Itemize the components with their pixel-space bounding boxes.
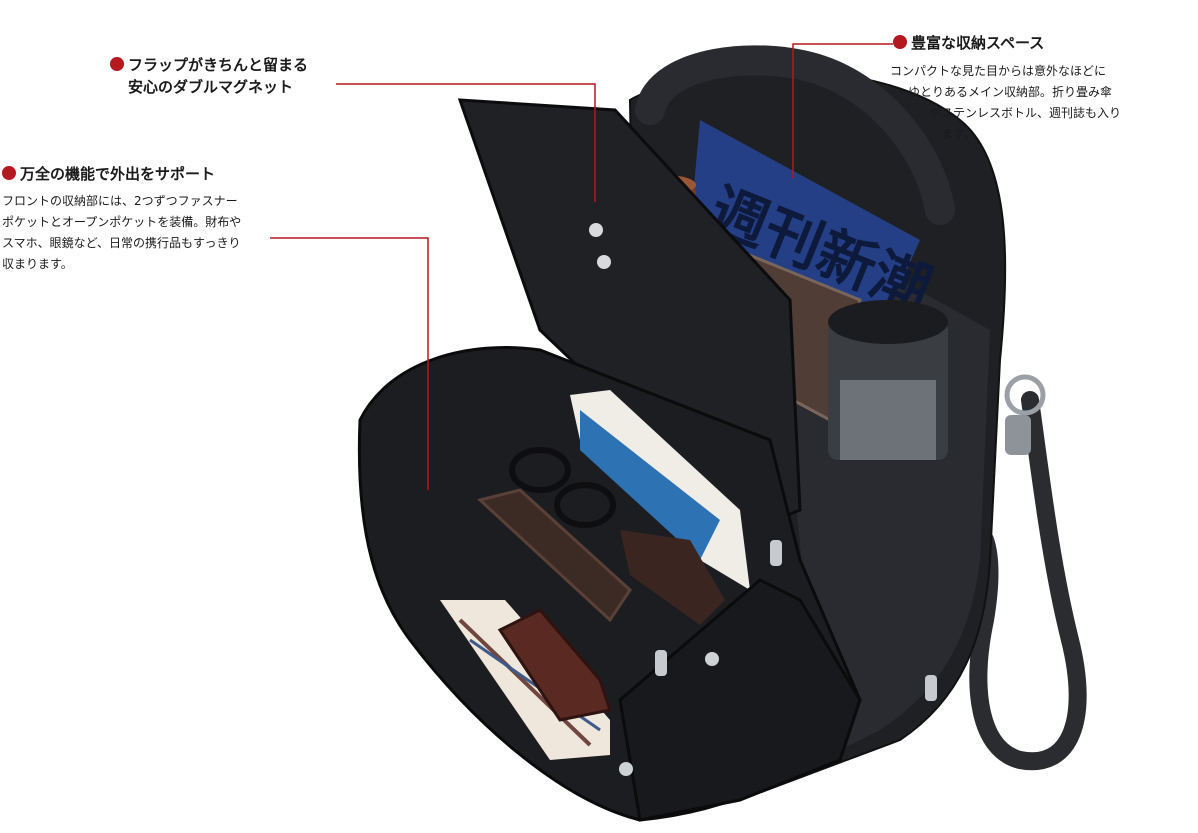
zipper-pull	[655, 650, 667, 676]
callout-flap-title-2: 安心のダブルマグネット	[128, 78, 294, 96]
support-line-1: フロントの収納部には、2つずつファスナー	[2, 194, 238, 208]
support-line-4: 収まります。	[2, 257, 73, 271]
callout-flap: フラップがきちんと留まる 安心のダブルマグネット	[110, 54, 350, 98]
support-line-2: ポケットとオープンポケットを装備。財布や	[2, 215, 242, 229]
support-line-3: スマホ、眼鏡など、日常の携行品もすっきり	[2, 236, 241, 250]
snap-button	[619, 762, 633, 776]
phone-case	[497, 608, 612, 722]
wrist-strap	[969, 391, 1087, 771]
glasses	[509, 447, 616, 528]
leader-line-support	[270, 237, 429, 490]
leader-line-storage	[792, 43, 893, 178]
storage-line-2: ゆとりあるメイン収納部。折り畳み傘	[908, 85, 1113, 99]
callout-support-title: 万全の機能で外出をサポート	[2, 163, 282, 185]
zipper-pull	[925, 675, 937, 701]
book	[570, 390, 750, 590]
storage-line-3: やステンレスボトル、週刊誌も入り	[929, 106, 1122, 120]
storage-line-4: ます。	[941, 127, 976, 141]
leader-line-flap	[336, 83, 596, 202]
magnet-snap	[589, 223, 603, 237]
red-bullet-icon	[893, 35, 907, 49]
zipper-pull	[770, 540, 782, 566]
red-bullet-icon	[110, 57, 124, 71]
red-bullet-icon	[2, 166, 16, 180]
snap-button	[705, 652, 719, 666]
metal-ring	[1004, 374, 1046, 416]
callout-flap-title: フラップがきちんと留まる	[110, 54, 350, 76]
storage-line-1: コンパクトな見た目からは意外なほどに	[890, 64, 1107, 78]
callout-storage-title: 豊富な収納スペース	[893, 32, 1193, 54]
steel-bottle	[828, 300, 948, 460]
handle	[635, 45, 955, 225]
magnet-snap	[597, 255, 611, 269]
front-panel	[618, 578, 862, 822]
leather-pouch	[476, 488, 632, 623]
callout-support: 万全の機能で外出をサポート フロントの収納部には、2つずつファスナー ポケットと…	[2, 163, 282, 275]
callout-storage: 豊富な収納スペース コンパクトな見た目からは意外なほどに ゆとりあるメイン収納部…	[890, 32, 1193, 145]
leather-case	[620, 530, 725, 625]
